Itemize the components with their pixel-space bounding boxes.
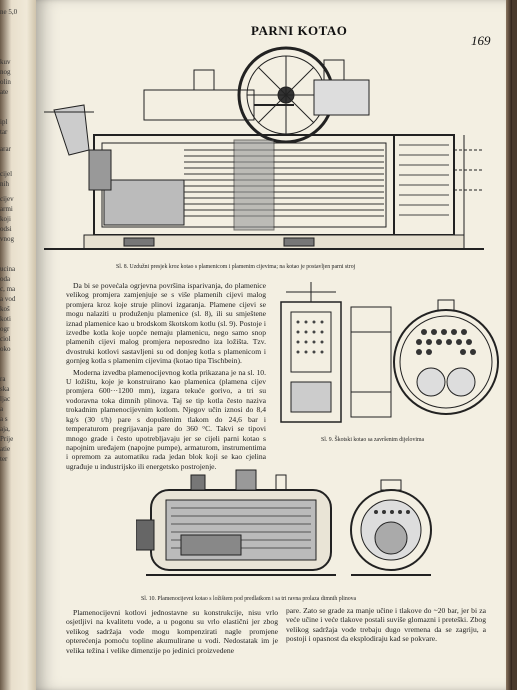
figure-8-boiler-section — [44, 46, 484, 250]
left-fragment-line: cijel — [0, 170, 13, 178]
paragraph: Da bi se povećala ogrjevna površina ispa… — [66, 281, 266, 366]
left-fragment-line: a s — [0, 415, 8, 423]
page-number: 169 — [471, 33, 491, 48]
left-fragment-line: ter — [0, 455, 8, 463]
left-fragment-line: c, ma — [0, 285, 16, 293]
left-fragment-line: koji — [0, 215, 11, 223]
page-edge-shadow — [506, 0, 512, 690]
left-fragment-line: ciol — [0, 335, 11, 343]
left-fragment-line: ogr — [0, 325, 10, 333]
left-fragment-line: atie — [0, 445, 11, 453]
left-fragment-line: oda — [0, 275, 11, 283]
book-page: PARNI KOTAO 169 — [36, 0, 512, 690]
figure-8-caption: Sl. 8. Uzdužni presjek kroz kotao s plam… — [116, 264, 356, 270]
paragraph: Plamenocijevni kotlovi jednostavne su ko… — [66, 608, 278, 655]
figure-9-caption: Sl. 9. Škotski kotao sa završenim dijelo… — [321, 437, 425, 443]
left-fragment-line: olin — [0, 78, 11, 86]
paragraph: pare. Zato se grade za manje učine i tla… — [286, 606, 486, 644]
paragraph: Moderna izvedba plamenocijevnog kotla pr… — [66, 367, 266, 471]
left-fragment-line: ljac — [0, 395, 11, 403]
left-fragment-line: armi — [0, 205, 13, 213]
text-column-bottom-left: Plamenocijevni kotlovi jednostavne su ko… — [66, 608, 278, 655]
left-fragment-line: nog — [0, 68, 11, 76]
left-fragment-line: tar — [0, 128, 8, 136]
left-fragment-line: cijev — [0, 195, 14, 203]
left-fragment-line: a — [0, 405, 4, 413]
figure-9-scottish-boiler — [280, 282, 499, 423]
left-fragment-line: ucina — [0, 265, 16, 273]
left-fragment-line: kuv — [0, 58, 11, 66]
figure-10-caption: Sl. 10. Plamenocijevni kotao s ložištem … — [141, 596, 357, 602]
left-fragment-line: arar — [0, 145, 11, 153]
left-fragment-line: Prije — [0, 435, 14, 443]
left-fragment-line: odsi — [0, 225, 12, 233]
book-spine — [0, 0, 38, 690]
left-fragment-line: koš — [0, 305, 10, 313]
running-header-title: PARNI KOTAO — [251, 23, 348, 38]
left-fragment-line: koti — [0, 315, 11, 323]
figure-10-firetube-boiler — [136, 469, 432, 576]
text-column-bottom-right: pare. Zato se grade za manje učine i tla… — [286, 606, 486, 644]
left-fragment-line: aja, — [0, 425, 10, 433]
left-fragment-line: ipl — [0, 118, 8, 126]
left-fragment-line: ska — [0, 385, 10, 393]
left-fragment-line: vnog — [0, 235, 14, 243]
left-fragment-line: ne 5,0 — [0, 8, 18, 16]
left-fragment-line: a vod — [0, 295, 16, 303]
left-fragment-line: nih — [0, 180, 9, 188]
left-page-fragment: ne 5,0 kuv nog olin ate ipl tar arar cij… — [0, 0, 36, 690]
left-fragment-line: ate — [0, 88, 9, 96]
text-column-left: Da bi se povećala ogrjevna površina ispa… — [66, 281, 266, 471]
left-fragment-line: oko — [0, 345, 11, 353]
left-fragment-line: ra — [0, 375, 6, 383]
